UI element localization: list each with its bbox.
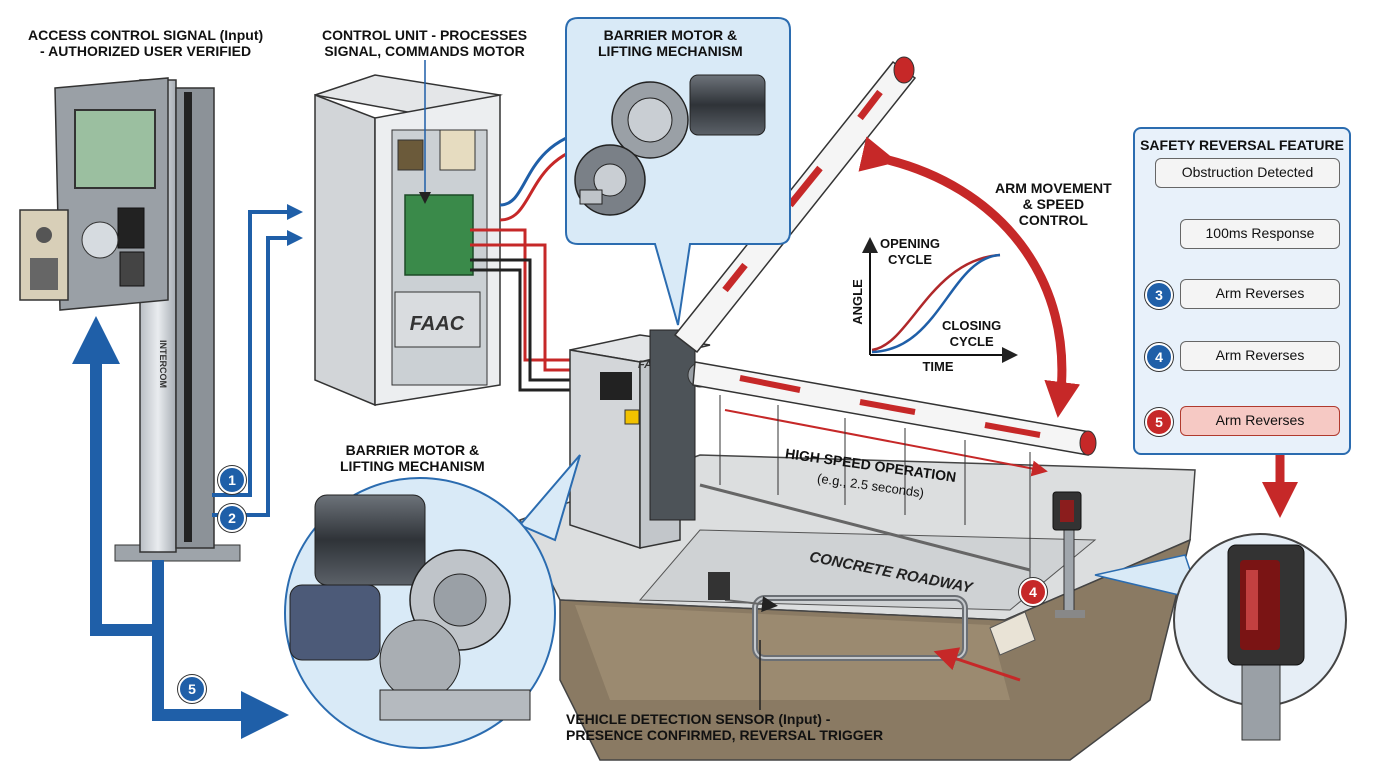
closing-cycle-label: CLOSING CYCLE — [942, 318, 1001, 350]
speed-graph: ANGLE TIME — [850, 237, 1018, 374]
photocell-post — [1052, 491, 1085, 618]
motor-top-line2: LIFTING MECHANISM — [598, 43, 743, 59]
signal-lines — [72, 204, 303, 739]
opening-cycle-line2: CYCLE — [887, 252, 933, 267]
safety-badge-3: 3 — [1145, 281, 1173, 309]
control-unit-line2: SIGNAL, COMMANDS MOTOR — [324, 43, 525, 59]
step-arm-reverses-4: Arm Reverses — [1180, 341, 1340, 371]
flow-badge-2: 2 — [218, 504, 246, 532]
closing-cycle-line2: CYCLE — [949, 334, 994, 349]
boom-arm-raised — [673, 56, 917, 354]
control-unit-cabinet: FAAC — [314, 60, 503, 407]
motor-top-label: BARRIER MOTOR & LIFTING MECHANISM — [598, 27, 743, 59]
opening-cycle-line1: OPENING — [880, 236, 940, 251]
control-unit-label: CONTROL UNIT - PROCESSES SIGNAL, COMMAND… — [322, 27, 527, 59]
safety-badge-4: 4 — [1145, 343, 1173, 371]
motor-bottom-label: BARRIER MOTOR & LIFTING MECHANISM — [340, 442, 485, 474]
safety-badge-5: 5 — [1145, 408, 1173, 436]
vehicle-sensor-line1: VEHICLE DETECTION SENSOR (Input) - — [566, 711, 831, 727]
opening-cycle-label: OPENING CYCLE — [880, 236, 940, 268]
photocell-callout — [1094, 533, 1347, 741]
arm-movement-line3: CONTROL — [1018, 212, 1088, 228]
access-signal-line1: ACCESS CONTROL SIGNAL (Input) — [28, 27, 264, 43]
graph-x-label: TIME — [922, 359, 953, 374]
closing-cycle-line1: CLOSING — [942, 318, 1002, 333]
motor-bottom-line1: BARRIER MOTOR & — [345, 442, 480, 458]
step-arm-reverses-5: Arm Reverses — [1180, 406, 1340, 436]
step-obstruction-detected: Obstruction Detected — [1155, 158, 1340, 188]
flow-badge-4: 4 — [1019, 578, 1047, 606]
vehicle-sensor-line2: PRESENCE CONFIRMED, REVERSAL TRIGGER — [566, 727, 884, 743]
intercom-label: INTERCOM — [158, 340, 168, 388]
motor-bottom-line2: LIFTING MECHANISM — [340, 458, 485, 474]
access-signal-label: ACCESS CONTROL SIGNAL (Input) - AUTHORIZ… — [28, 27, 263, 59]
access-signal-line2: - AUTHORIZED USER VERIFIED — [40, 43, 252, 59]
control-unit-line1: CONTROL UNIT - PROCESSES — [322, 27, 528, 43]
arm-movement-label: ARM MOVEMENT & SPEED CONTROL — [995, 180, 1112, 228]
access-control-pedestal — [19, 77, 241, 562]
flow-badge-1: 1 — [218, 466, 246, 494]
motor-top-line1: BARRIER MOTOR & — [603, 27, 738, 43]
flow-badge-5: 5 — [178, 675, 206, 703]
arm-movement-line2: & SPEED — [1022, 196, 1085, 212]
motor-callout-bottom — [284, 454, 581, 749]
graph-y-label: ANGLE — [850, 279, 865, 325]
barrier-cabinet: FAAC — [569, 329, 713, 550]
safety-panel-title: SAFETY REVERSAL FEATURE — [1140, 137, 1344, 153]
step-arm-reverses-3: Arm Reverses — [1180, 279, 1340, 309]
motor-callout-top — [565, 17, 791, 326]
control-unit-brand: FAAC — [410, 313, 465, 335]
arm-motion-arc — [858, 136, 1081, 418]
vehicle-sensor-label: VEHICLE DETECTION SENSOR (Input) - PRESE… — [566, 711, 883, 743]
step-100ms-response: 100ms Response — [1180, 219, 1340, 249]
arm-movement-line1: ARM MOVEMENT — [995, 180, 1112, 196]
